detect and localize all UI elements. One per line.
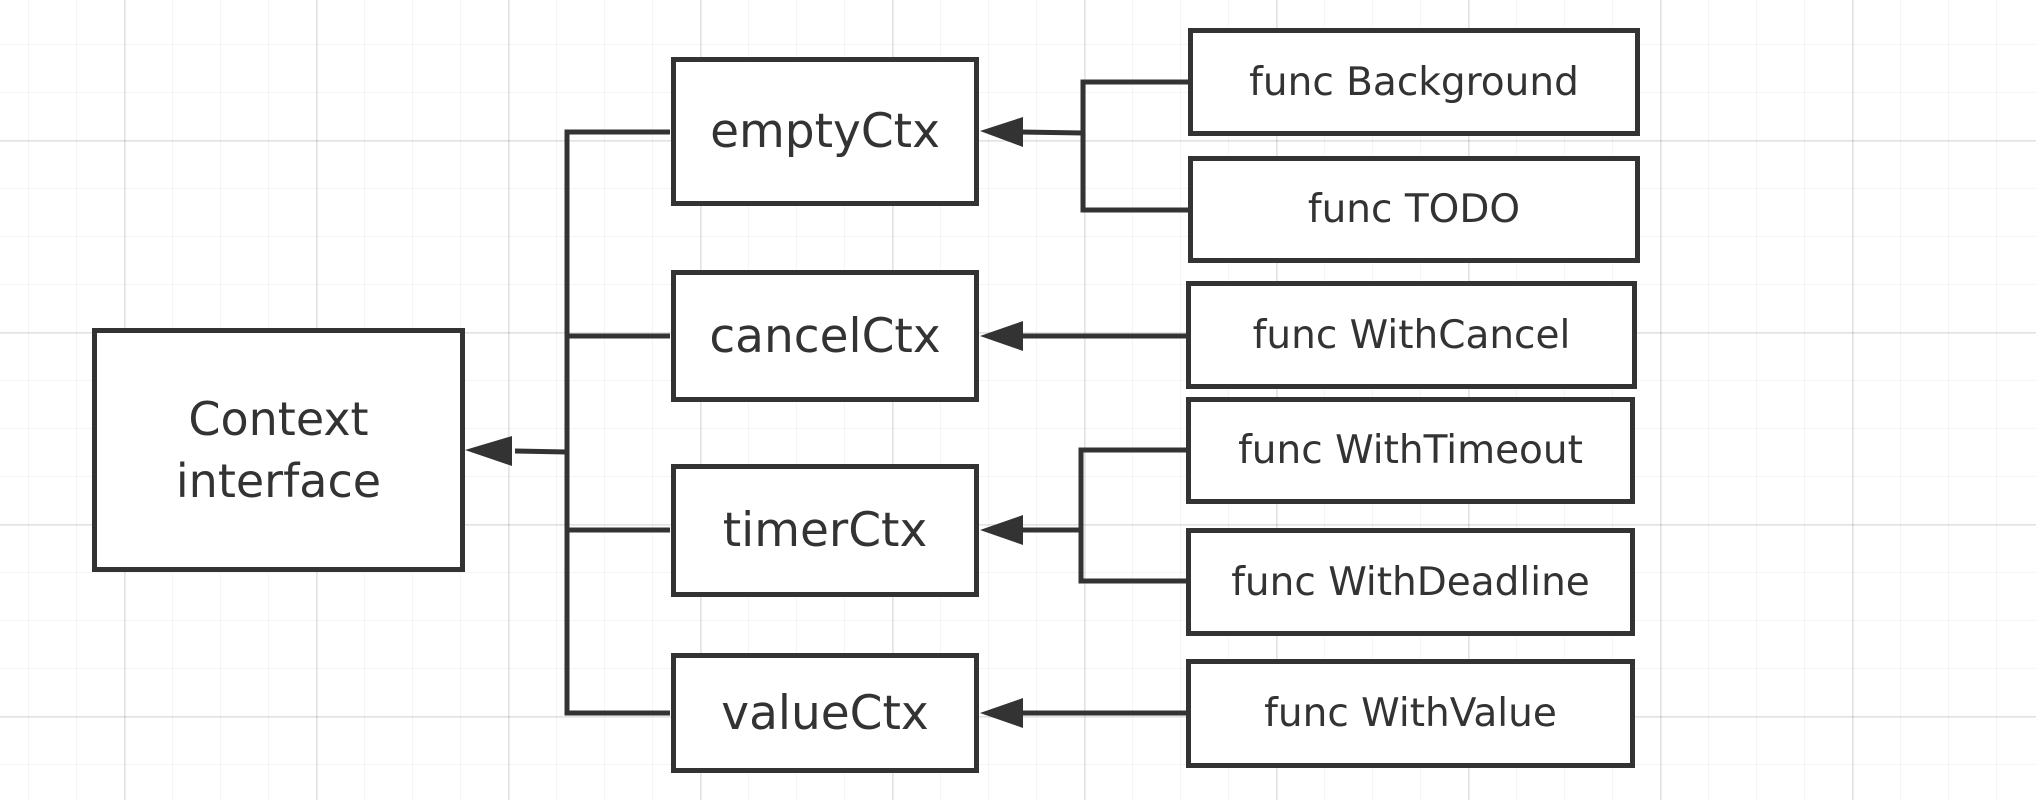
timer-ctx-node: timerCtx bbox=[671, 464, 979, 597]
root-arrowhead bbox=[465, 436, 512, 466]
func-with-timeout-label: func WithTimeout bbox=[1238, 428, 1583, 473]
func-with-cancel-label: func WithCancel bbox=[1252, 312, 1571, 358]
func-background-node: func Background bbox=[1188, 28, 1640, 136]
timer-ctx-fork bbox=[1078, 447, 1188, 584]
func-with-timeout-node: func WithTimeout bbox=[1186, 397, 1635, 504]
value-ctx-node: valueCtx bbox=[671, 653, 979, 773]
func-with-deadline-node: func WithDeadline bbox=[1186, 528, 1635, 636]
timer-ctx-label: timerCtx bbox=[722, 503, 928, 558]
empty-ctx-label: emptyCtx bbox=[710, 104, 940, 159]
root-arrow-line bbox=[514, 448, 568, 455]
context-interface-label-line1: Context bbox=[188, 392, 369, 446]
func-with-cancel-node: func WithCancel bbox=[1186, 281, 1637, 389]
empty-ctx-arrowhead bbox=[980, 117, 1023, 147]
func-with-deadline-label: func WithDeadline bbox=[1231, 559, 1590, 605]
func-with-value-node: func WithValue bbox=[1186, 659, 1635, 768]
timer-ctx-arrowhead bbox=[980, 515, 1023, 545]
empty-ctx-fork bbox=[1080, 79, 1190, 213]
value-ctx-label: valueCtx bbox=[721, 685, 929, 741]
func-with-value-label: func WithValue bbox=[1264, 691, 1557, 736]
empty-ctx-arrow-line bbox=[1019, 129, 1084, 136]
context-interface-label-line2: interface bbox=[175, 454, 382, 508]
cancel-ctx-arrowhead bbox=[980, 321, 1023, 351]
value-ctx-arrowhead bbox=[980, 698, 1023, 728]
func-background-label: func Background bbox=[1249, 59, 1579, 105]
cancel-ctx-label: cancelCtx bbox=[709, 308, 941, 364]
context-interface-node: Context interface bbox=[92, 328, 465, 572]
trunk-connector bbox=[564, 129, 670, 716]
func-todo-label: func TODO bbox=[1307, 187, 1521, 232]
cancel-ctx-node: cancelCtx bbox=[671, 270, 979, 402]
empty-ctx-node: emptyCtx bbox=[671, 57, 979, 206]
func-todo-node: func TODO bbox=[1188, 156, 1640, 263]
